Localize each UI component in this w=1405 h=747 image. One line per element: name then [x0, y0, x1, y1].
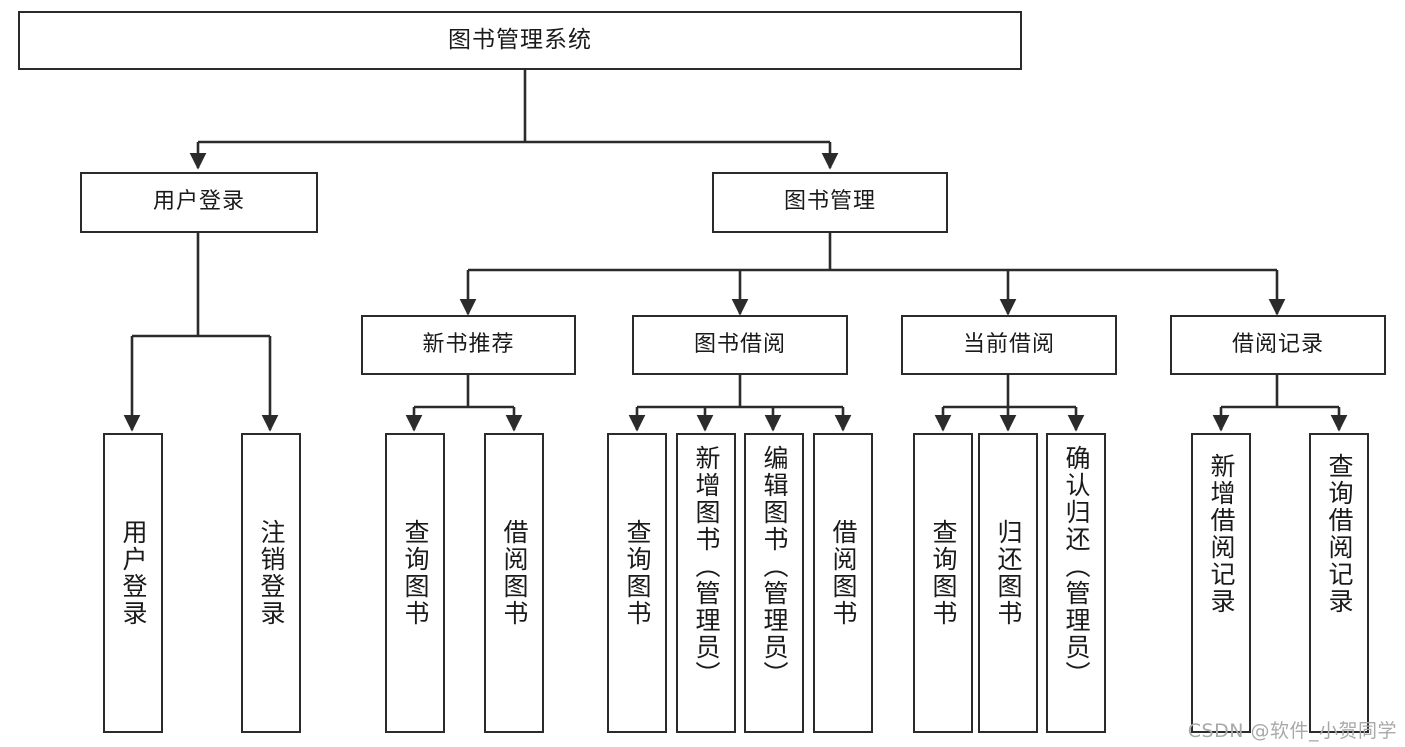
csdn-watermark: CSDN @软件_小贺同学 — [1187, 720, 1397, 742]
leaf-label: 注销登录 — [257, 519, 286, 627]
node-borrow-record[interactable]: 借阅记录 — [1170, 315, 1386, 375]
node-book-management[interactable]: 图书管理 — [712, 172, 948, 233]
node-book-borrow[interactable]: 图书借阅 — [632, 315, 848, 375]
leaf-label: 归还图书 — [994, 519, 1023, 627]
leaf-label: 查询图书 — [929, 519, 958, 627]
leaf-query-book-current[interactable]: 查询图书 — [913, 433, 973, 733]
leaf-label: 编辑图书（管理员） — [760, 445, 789, 688]
leaf-label: 查询图书 — [401, 519, 430, 627]
node-label: 图书管理系统 — [448, 26, 592, 53]
node-label: 用户登录 — [152, 189, 245, 215]
leaf-label: 查询借阅记录 — [1325, 453, 1354, 615]
node-label: 新书推荐 — [422, 331, 515, 357]
node-user-login[interactable]: 用户登录 — [80, 172, 318, 233]
leaf-user-login[interactable]: 用户登录 — [103, 433, 163, 733]
leaf-edit-book-admin[interactable]: 编辑图书（管理员） — [744, 433, 804, 733]
leaf-label: 借阅图书 — [500, 519, 529, 627]
leaf-return-book[interactable]: 归还图书 — [978, 433, 1038, 733]
leaf-logout[interactable]: 注销登录 — [241, 433, 301, 733]
node-current-borrow[interactable]: 当前借阅 — [901, 315, 1117, 375]
leaf-label: 新增图书（管理员） — [692, 445, 721, 688]
leaf-query-borrow-record[interactable]: 查询借阅记录 — [1309, 433, 1369, 733]
leaf-borrow-book-newbook[interactable]: 借阅图书 — [484, 433, 544, 733]
leaf-label: 用户登录 — [119, 519, 148, 627]
node-label: 图书管理 — [783, 189, 876, 215]
node-label: 当前借阅 — [962, 331, 1055, 357]
leaf-label: 新增借阅记录 — [1207, 453, 1236, 615]
leaf-label: 借阅图书 — [829, 519, 858, 627]
leaf-confirm-return-admin[interactable]: 确认归还（管理员） — [1046, 433, 1106, 733]
leaf-query-book-newbook[interactable]: 查询图书 — [385, 433, 445, 733]
leaf-add-borrow-record[interactable]: 新增借阅记录 — [1191, 433, 1251, 733]
node-label: 图书借阅 — [693, 331, 786, 357]
node-label: 借阅记录 — [1231, 331, 1324, 357]
leaf-borrow-book[interactable]: 借阅图书 — [813, 433, 873, 733]
node-new-book-recommend[interactable]: 新书推荐 — [361, 315, 576, 375]
node-root-book-management-system[interactable]: 图书管理系统 — [18, 11, 1022, 70]
leaf-label: 确认归还（管理员） — [1062, 445, 1091, 688]
leaf-label: 查询图书 — [623, 519, 652, 627]
leaf-add-book-admin[interactable]: 新增图书（管理员） — [676, 433, 736, 733]
leaf-query-book-borrow[interactable]: 查询图书 — [607, 433, 667, 733]
